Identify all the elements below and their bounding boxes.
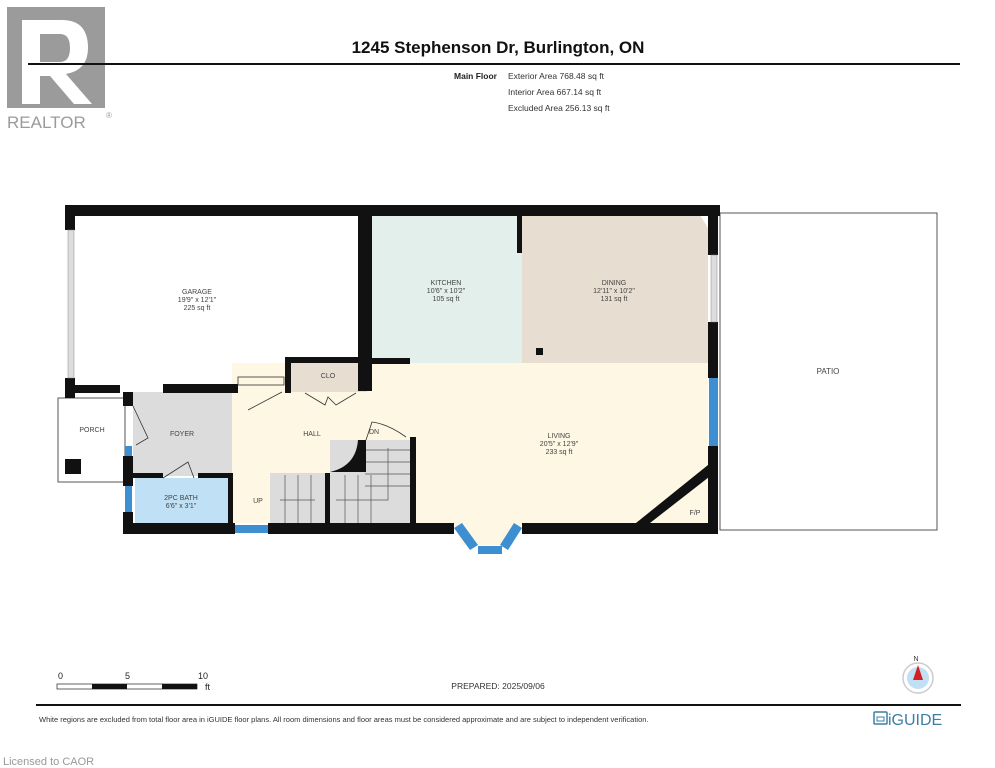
bath-label: 2PC BATH	[164, 495, 198, 502]
svg-text:®: ®	[106, 111, 112, 120]
svg-text:N: N	[913, 656, 918, 663]
hall-label: HALL	[303, 431, 321, 438]
realtor-text: REALTOR	[7, 113, 86, 132]
excluded-area: Excluded Area 256.13 sq ft	[508, 103, 610, 113]
exterior-area: Exterior Area 768.48 sq ft	[508, 71, 605, 81]
living-area-text: 233 sq ft	[546, 449, 573, 456]
kitchen-label: KITCHEN	[431, 280, 462, 287]
stairs-down-label: DN	[369, 429, 379, 436]
kitchen-area	[372, 215, 522, 363]
interior-area: Interior Area 667.14 sq ft	[508, 87, 602, 97]
dining-area	[522, 215, 708, 363]
dining-area-text: 131 sq ft	[601, 296, 628, 303]
compass-icon: N	[902, 656, 934, 694]
kitchen-dims: 10'6" x 10'2"	[427, 288, 466, 295]
disclaimer: White regions are excluded from total fl…	[39, 715, 649, 724]
kitchen-area-text: 105 sq ft	[433, 296, 460, 303]
windows	[67, 229, 718, 554]
svg-text:0: 0	[58, 671, 63, 681]
svg-text:ft: ft	[205, 682, 211, 692]
bath-dims: 6'6" x 3'1"	[166, 503, 197, 510]
living-dims: 20'5" x 12'9"	[540, 441, 579, 448]
patio-label: PATIO	[817, 367, 840, 376]
svg-text:iGUIDE: iGUIDE	[888, 712, 942, 729]
svg-text:10: 10	[198, 671, 208, 681]
stairs-up-label: UP	[253, 498, 263, 505]
svg-text:5: 5	[125, 671, 130, 681]
living-label: LIVING	[548, 433, 571, 440]
iguide-logo: iGUIDE	[873, 711, 942, 729]
dining-dims: 12'11" x 10'2"	[593, 288, 635, 295]
closet-area	[290, 362, 367, 392]
floor-label: Main Floor	[454, 71, 498, 81]
scale-bar: 0 5 10 ft	[56, 671, 211, 692]
prepared-date: PREPARED: 2025/09/06	[451, 681, 545, 691]
garage-area: 225 sq ft	[184, 305, 211, 312]
garage-dims: 19'9" x 12'1"	[178, 297, 217, 304]
garage-label: GARAGE	[182, 289, 212, 296]
bath-area	[135, 478, 228, 523]
foyer-area	[133, 392, 232, 476]
realtor-logo: REALTOR ®	[7, 7, 112, 132]
patio-area	[719, 212, 938, 531]
doors	[132, 376, 407, 479]
foyer-label: FOYER	[170, 431, 194, 438]
walls	[65, 205, 720, 534]
fireplace-label: F/P	[690, 510, 701, 517]
header-divider	[28, 63, 960, 65]
footer-divider	[36, 704, 961, 706]
dining-label: DINING	[602, 280, 627, 287]
stairs-up	[270, 473, 325, 523]
license-text: Licensed to CAOR	[3, 756, 94, 768]
page-title: 1245 Stephenson Dr, Burlington, ON	[352, 38, 645, 57]
porch-label: PORCH	[79, 427, 104, 434]
closet-label: CLO	[321, 373, 336, 380]
